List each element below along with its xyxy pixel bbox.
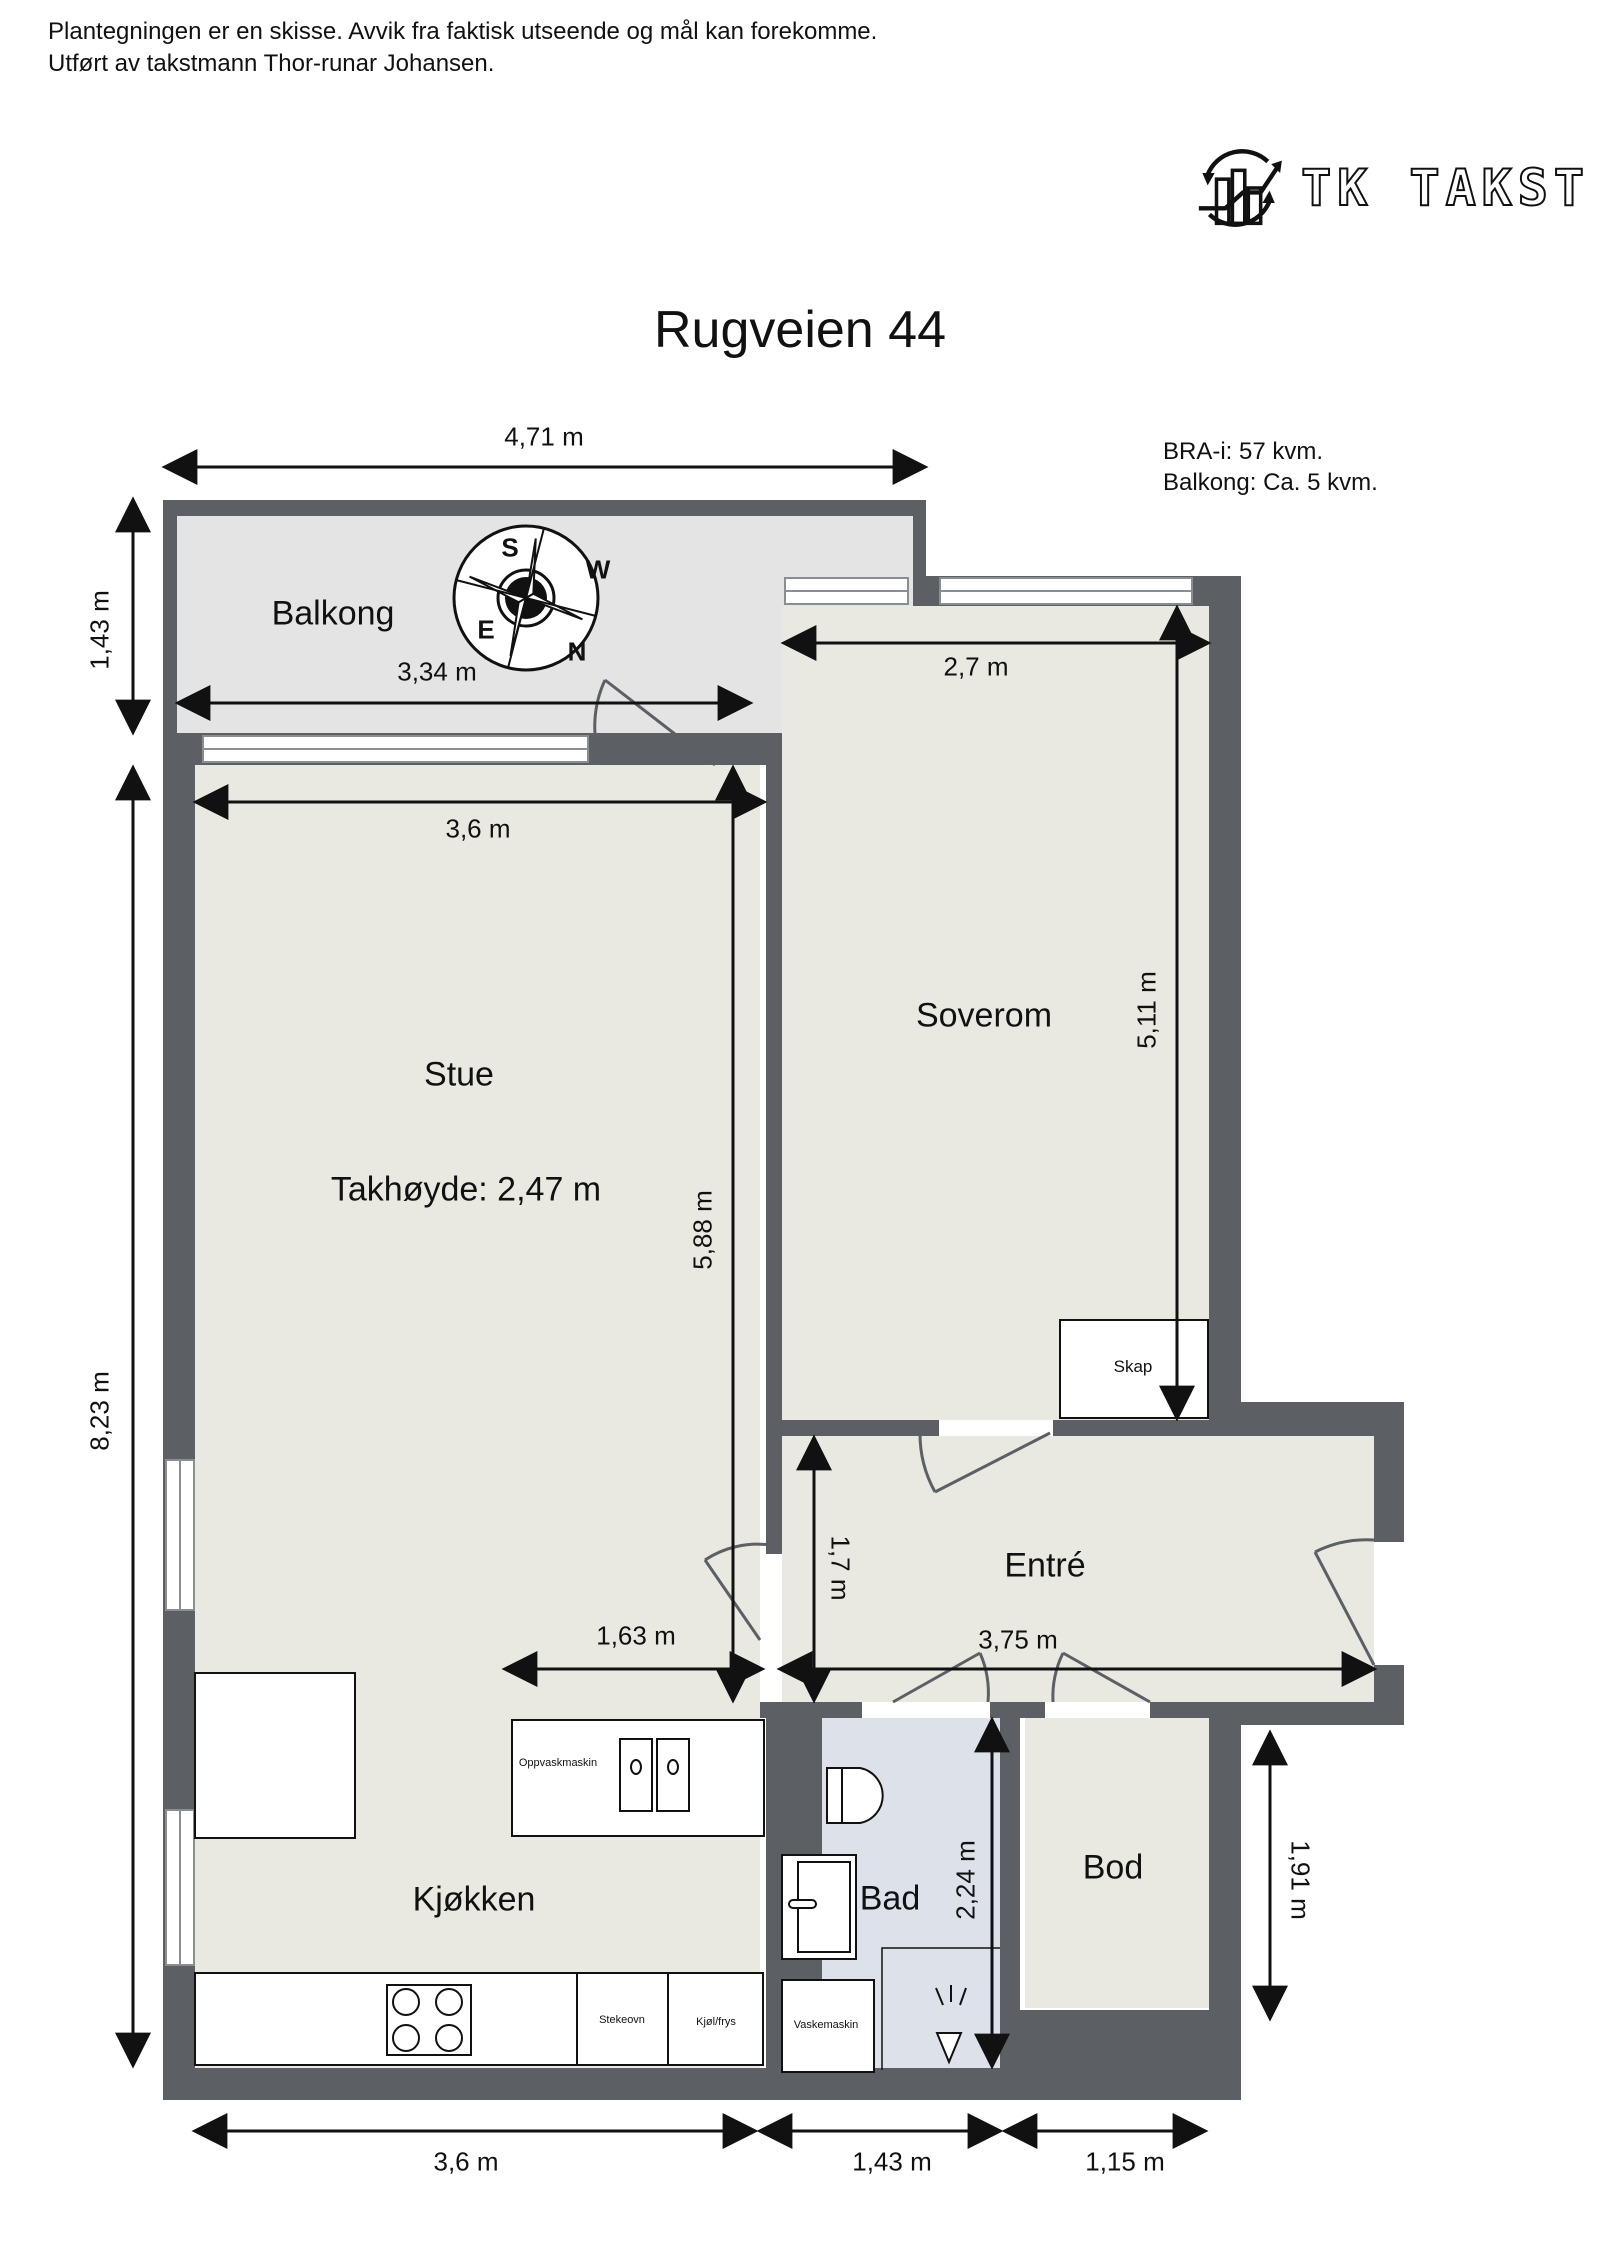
fixture-label-kjol-frys: Kjøl/frys (696, 2016, 736, 2028)
compass-icon (452, 524, 600, 672)
bath-fixtures (781, 1767, 1000, 2073)
room-label-balkong: Balkong (271, 594, 395, 633)
dim-bottom-kitchen: 3,6 m (433, 2146, 499, 2177)
fixture-label-stekeovn: Stekeovn (599, 2014, 645, 2026)
dim-left-total-length: 8,23 m (84, 1371, 115, 1451)
dim-kitchen-counter: 1,63 m (596, 1620, 676, 1651)
shower-icon (935, 2032, 963, 2065)
dining-table (194, 1672, 356, 1839)
logo-text: TK TAKST (1300, 158, 1590, 218)
company-logo: TK TAKST (1190, 128, 1590, 248)
disclaimer: Plantegningen er en skisse. Avvik fra fa… (48, 16, 877, 80)
toilet-icon (826, 1767, 884, 1824)
balcony-area: Balkong: Ca. 5 kvm. (1163, 469, 1378, 496)
washing-machine (781, 1979, 875, 2073)
bra-area: BRA-i: 57 kvm. (1163, 438, 1324, 465)
fixture-label-vaskemaskin: Vaskemaskin (793, 2019, 859, 2031)
fixture-label-skap: Skap (1113, 1357, 1153, 1376)
compass-label-s: S (501, 532, 519, 563)
kitchen-fixtures (194, 1319, 1209, 2066)
room-label-kjokken: Kjøkken (412, 1880, 536, 1919)
counter (194, 1972, 764, 2066)
compass-label-e: E (477, 614, 495, 645)
room-label-bad: Bad (859, 1879, 921, 1918)
dim-bottom-storage: 1,15 m (1085, 2146, 1165, 2177)
dim-bottom-bath: 1,43 m (852, 2146, 932, 2177)
entry-floor-ext (1209, 1517, 1374, 1702)
dim-balcony-depth: 1,43 m (84, 590, 115, 670)
storage-floor (1025, 1718, 1209, 2008)
bedroom-floor (782, 606, 1209, 1420)
room-label-entre: Entré (1004, 1546, 1086, 1585)
fixture-label-oppvaskmaskin: Oppvaskmaskin (518, 1757, 598, 1769)
dim-entry-depth: 1,7 m (825, 1535, 856, 1601)
dim-bedroom-width: 2,7 m (943, 651, 1009, 682)
dim-balcony-width: 3,34 m (397, 656, 477, 687)
room-label-stue: Stue (424, 1055, 494, 1094)
room-label-soverom: Soverom (915, 996, 1053, 1035)
logo-chart-icon (1198, 149, 1282, 227)
dim-bath-length: 2,24 m (950, 1840, 981, 1920)
area-info: BRA-i: 57 kvm. Balkong: Ca. 5 kvm. (1163, 436, 1378, 498)
ceiling-height: Takhøyde: 2,47 m (330, 1170, 602, 1209)
compass-label-w: W (585, 554, 611, 585)
disclaimer-line-2: Utført av takstmann Thor-runar Johansen. (48, 50, 495, 77)
dim-living-width: 3,6 m (445, 813, 511, 844)
room-label-bod: Bod (1082, 1848, 1144, 1887)
living-floor (195, 765, 760, 2068)
page-title: Rugveien 44 (654, 301, 946, 359)
compass-label-n: N (567, 636, 587, 667)
dim-storage-length: 1,91 m (1285, 1840, 1316, 1920)
dimension-lines (115, 449, 1378, 2149)
dim-top-total-width: 4,71 m (504, 421, 584, 452)
disclaimer-line-1: Plantegningen er en skisse. Avvik fra fa… (48, 18, 878, 45)
dim-entry-width: 3,75 m (978, 1624, 1058, 1655)
sink-left (619, 1738, 653, 1812)
windows (165, 577, 1193, 1966)
dim-bedroom-length: 5,11 m (1131, 971, 1162, 1049)
dim-living-length: 5,88 m (687, 1190, 718, 1270)
